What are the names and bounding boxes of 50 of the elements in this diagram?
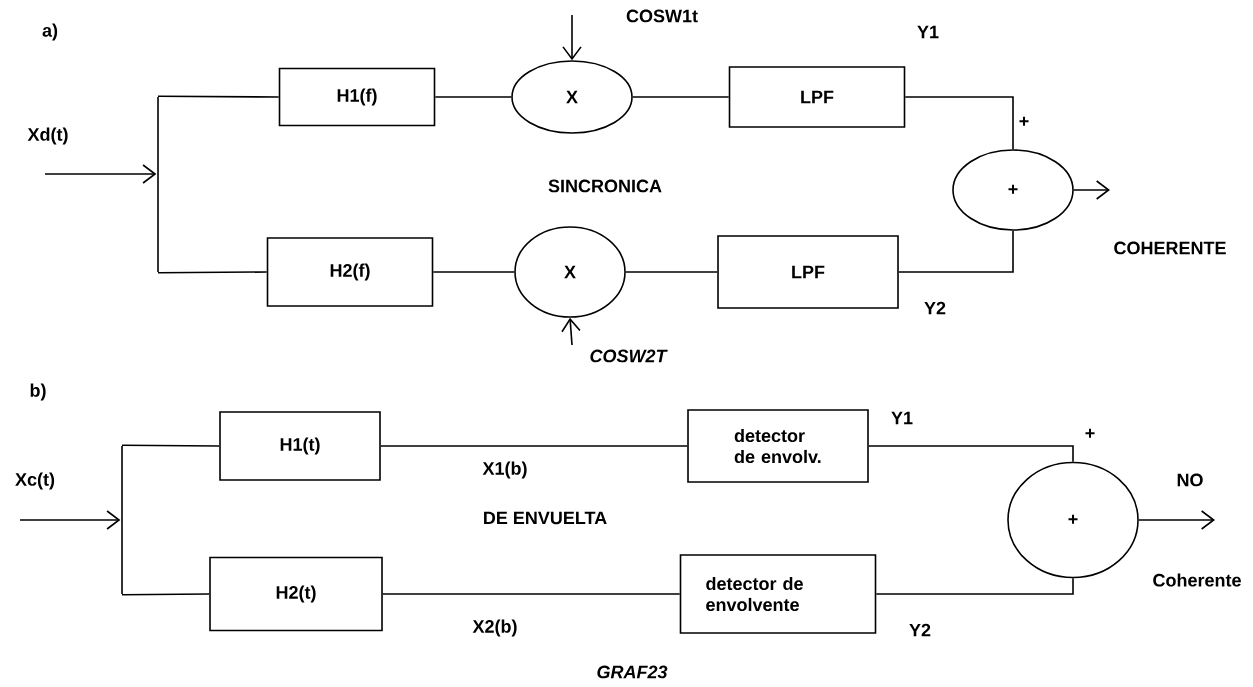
plus-sign: +	[1085, 428, 1095, 438]
signal-label: Y1	[917, 25, 939, 39]
arrow	[561, 317, 581, 346]
figure-caption: GRAF23	[597, 665, 668, 679]
edge-label: COSW1t	[626, 9, 698, 23]
section-label: a)	[42, 23, 58, 41]
signal-line	[432, 271, 515, 273]
signal-line	[898, 230, 1014, 273]
arrow	[19, 510, 121, 530]
filter-box: H1(t)	[219, 411, 381, 481]
detector-box: detector de envolvente	[679, 554, 877, 634]
signal-line	[632, 96, 730, 98]
arrow	[562, 14, 582, 61]
signal-line	[157, 271, 268, 274]
output-label: COHERENTE	[1114, 241, 1226, 255]
filter-box: H2(f)	[266, 237, 434, 307]
signal-line	[157, 95, 280, 98]
signal-label: Xc(t)	[15, 472, 55, 490]
block-caption: SINCRONICA	[548, 179, 662, 193]
arrow	[1073, 180, 1110, 200]
filter-box: H2(t)	[209, 556, 383, 632]
signal-line	[434, 96, 512, 98]
edge-label: X1(b)	[482, 461, 527, 479]
detector-box: detector de envolv.	[687, 409, 869, 483]
output-label: NO	[1177, 473, 1203, 487]
signal-line	[380, 445, 688, 447]
signal-line	[904, 96, 1014, 150]
signal-line	[875, 577, 1074, 595]
signal-line	[382, 593, 681, 595]
filter-box: H1(f)	[278, 67, 436, 127]
signal-label: Y2	[924, 301, 946, 315]
signal-line	[868, 445, 1074, 463]
output-label: Coherente	[1153, 573, 1241, 587]
signal-line	[121, 593, 210, 596]
signal-label: Xd(t)	[27, 127, 68, 145]
plus-sign: +	[1019, 116, 1029, 126]
filter-box: LPF	[728, 66, 906, 128]
arrow	[1138, 510, 1215, 530]
block-caption: DE ENVUELTA	[484, 511, 607, 525]
edge-label: COSW2T	[590, 349, 668, 363]
signal-line	[121, 444, 220, 447]
signal-label: Y2	[909, 623, 931, 637]
signal-label: Y1	[891, 411, 913, 425]
junction-line	[157, 97, 159, 272]
edge-label: X2(b)	[472, 619, 517, 637]
signal-line	[625, 271, 718, 273]
arrow	[44, 164, 157, 184]
junction-line	[121, 446, 123, 594]
section-label: b)	[30, 383, 46, 401]
filter-box: LPF	[717, 235, 899, 309]
